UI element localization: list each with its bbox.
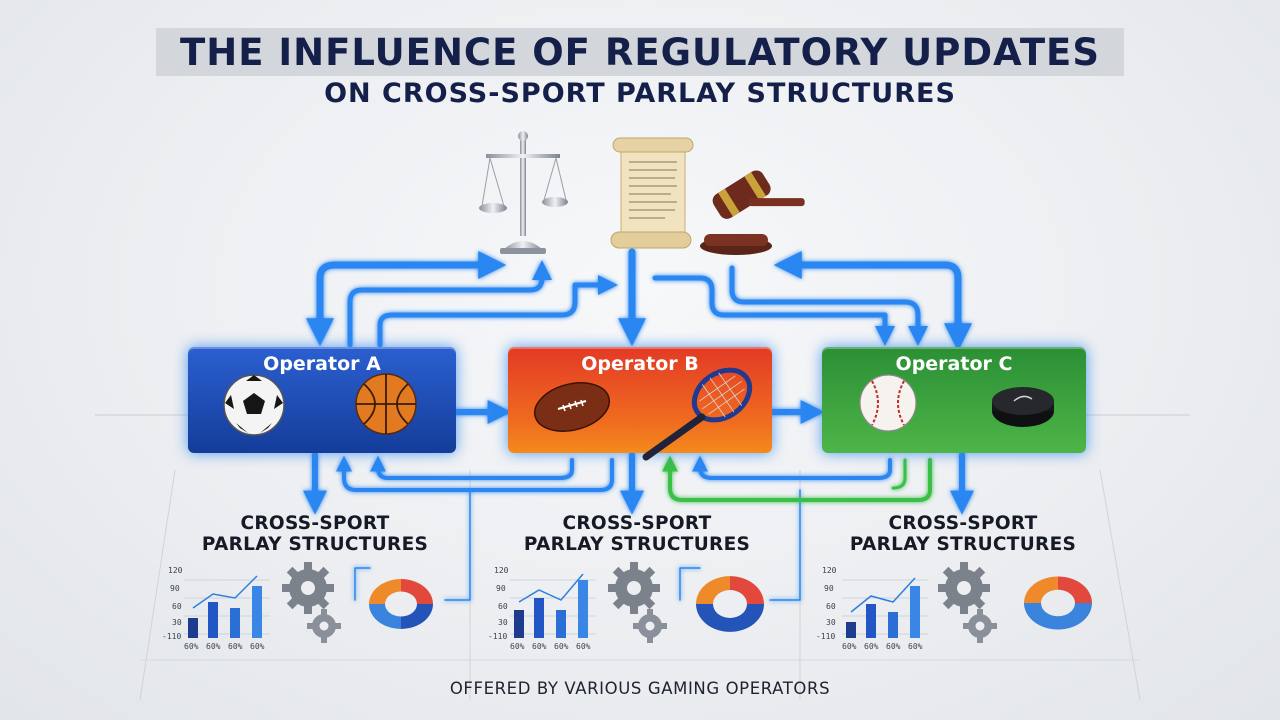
bar — [188, 618, 198, 638]
x-tick: 60% — [532, 642, 547, 651]
mini-bar-chart — [510, 573, 596, 638]
x-tick: 60% — [184, 642, 199, 651]
soccer-ball-icon — [223, 374, 285, 436]
section-b-line1: CROSS-SPORT — [562, 513, 712, 534]
x-tick: 60% — [576, 642, 591, 651]
y-tick: 60 — [172, 602, 182, 611]
x-tick: 60% — [864, 642, 879, 651]
y-tick: 30 — [172, 618, 182, 627]
operator-c-label: Operator C — [895, 353, 1013, 375]
operator-a-card: Operator A — [188, 347, 456, 453]
y-tick: 90 — [496, 584, 506, 593]
bar — [556, 610, 566, 638]
y-tick: 90 — [170, 584, 180, 593]
baseball-icon — [859, 374, 917, 432]
gears-icon — [938, 562, 997, 643]
y-tick: 30 — [826, 618, 836, 627]
mini-bar-chart — [184, 575, 270, 638]
section-b-label: CROSS-SPORT PARLAY STRUCTURES — [512, 513, 762, 555]
x-tick: 60% — [886, 642, 901, 651]
title-band: THE INFLUENCE OF REGULATORY UPDATES — [156, 28, 1124, 76]
bar — [866, 604, 876, 638]
chart-group-a: 120 90 60 30 -110 60% 60% 60% 60% — [160, 562, 460, 662]
y-tick: -110 — [162, 632, 182, 641]
x-tick: 60% — [250, 642, 265, 651]
section-c-line1: CROSS-SPORT — [888, 513, 1038, 534]
bar — [208, 602, 218, 638]
y-tick: 60 — [826, 602, 836, 611]
scales-of-justice-icon — [479, 131, 568, 254]
bar — [910, 586, 920, 638]
y-tick: -110 — [488, 632, 508, 641]
y-tick: -110 — [816, 632, 836, 641]
y-tick: 120 — [494, 566, 509, 575]
gears-icon — [608, 562, 667, 643]
legal-scroll-icon — [610, 137, 694, 249]
y-tick: 120 — [822, 566, 837, 575]
operator-c-card: Operator C — [822, 347, 1086, 453]
y-tick: 120 — [168, 566, 183, 575]
section-a-line1: CROSS-SPORT — [240, 513, 390, 534]
chart-group-c: 120 90 60 30 -110 60% 60% 60% 60% — [814, 562, 1114, 662]
bar — [578, 580, 588, 638]
operator-b-label: Operator B — [581, 353, 699, 375]
x-tick: 60% — [206, 642, 221, 651]
section-a-line2: PARLAY STRUCTURES — [201, 534, 429, 555]
american-football-icon — [533, 382, 611, 432]
gears-icon — [282, 562, 341, 643]
y-tick: 60 — [498, 602, 508, 611]
bar — [888, 612, 898, 638]
bar — [252, 586, 262, 638]
mini-bar-chart — [842, 577, 928, 638]
hockey-puck-icon — [992, 387, 1054, 427]
section-a-label: CROSS-SPORT PARLAY STRUCTURES — [190, 513, 440, 555]
y-tick: 30 — [498, 618, 508, 627]
section-c-line2: PARLAY STRUCTURES — [849, 534, 1077, 555]
bar — [534, 598, 544, 638]
gavel-icon — [700, 170, 805, 255]
x-tick: 60% — [510, 642, 525, 651]
bar — [846, 622, 856, 638]
page-subtitle: ON CROSS-SPORT PARLAY STRUCTURES — [324, 78, 956, 109]
basketball-icon — [355, 373, 417, 435]
bar — [230, 608, 240, 638]
bar — [514, 610, 524, 638]
x-tick: 60% — [554, 642, 569, 651]
donut-chart — [1024, 576, 1092, 630]
x-tick: 60% — [908, 642, 923, 651]
section-b-line2: PARLAY STRUCTURES — [523, 534, 751, 555]
donut-chart — [696, 576, 764, 632]
chart-group-b: 120 90 60 30 -110 60% 60% 60% 60% — [486, 562, 786, 662]
operator-b-card: Operator B — [508, 347, 772, 461]
footer-caption: OFFERED BY VARIOUS GAMING OPERATORS — [449, 679, 831, 698]
tennis-racket-icon — [642, 367, 753, 461]
operator-a-label: Operator A — [263, 353, 381, 375]
x-tick: 60% — [842, 642, 857, 651]
x-tick: 60% — [228, 642, 243, 651]
page-title: THE INFLUENCE OF REGULATORY UPDATES — [180, 30, 1100, 74]
y-tick: 90 — [824, 584, 834, 593]
donut-chart — [369, 579, 433, 629]
section-c-label: CROSS-SPORT PARLAY STRUCTURES — [838, 513, 1088, 555]
